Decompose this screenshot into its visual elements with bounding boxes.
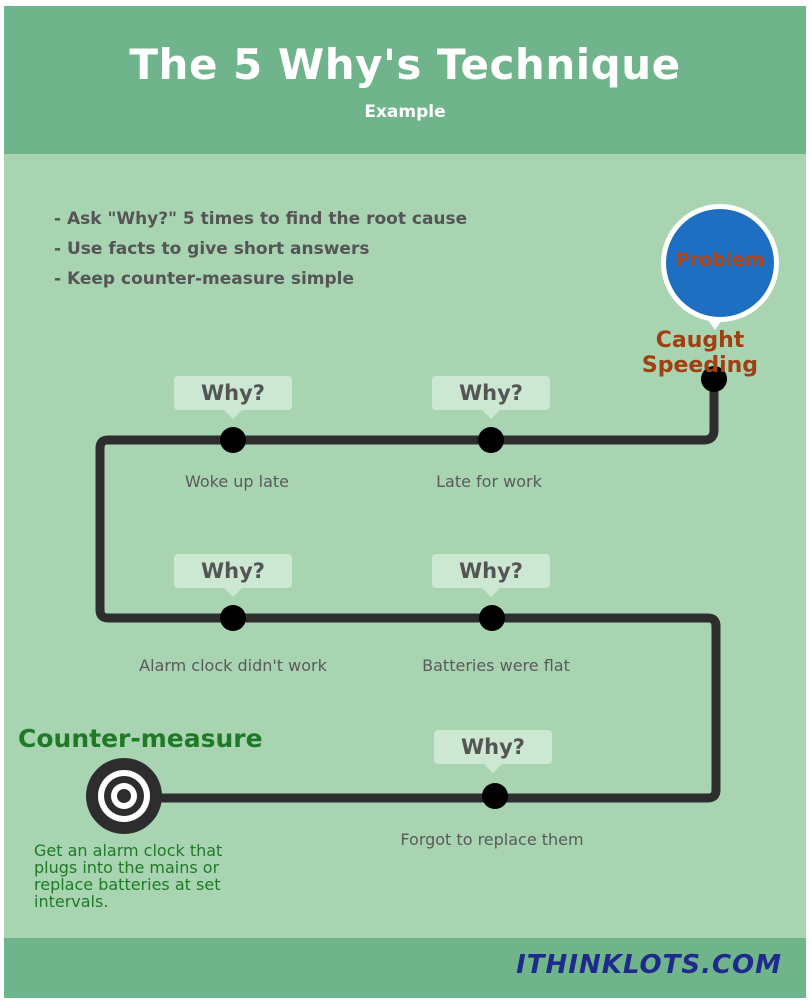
target-icon: [86, 758, 162, 834]
why-node-4: [479, 605, 505, 631]
why-bubble-2: Why?: [174, 376, 292, 419]
guideline-list: - Ask "Why?" 5 times to find the root ca…: [54, 204, 467, 294]
why-answer-3: Alarm clock didn't work: [139, 656, 327, 675]
header-band: The 5 Why's Technique Example: [4, 6, 806, 154]
problem-bubble-label: Problem: [675, 249, 765, 271]
problem-statement: Caught Speeding: [641, 328, 759, 378]
cause-path: [95, 366, 727, 809]
page-subtitle: Example: [364, 102, 446, 122]
problem-node: [701, 366, 727, 392]
problem-bubble: Problem: [661, 204, 779, 322]
guideline-item: - Keep counter-measure simple: [54, 269, 355, 289]
why-bubble-4: Why?: [432, 554, 550, 597]
why-answer-4: Batteries were flat: [422, 656, 570, 675]
why-node-3: [220, 605, 246, 631]
why-answer-1: Late for work: [436, 472, 542, 491]
cause-path-line: [95, 380, 721, 803]
countermeasure-title: Counter-measure: [18, 724, 263, 753]
why-answer-2: Woke up late: [184, 472, 290, 491]
why-node-1: [478, 427, 504, 453]
why-node-5: [482, 783, 508, 809]
page-title: The 5 Why's Technique: [129, 40, 681, 89]
why-bubble-1: Why?: [432, 376, 550, 419]
infographic: The 5 Why's Technique Example - Ask "Why…: [4, 6, 806, 998]
guideline-item: - Use facts to give short answers: [54, 239, 370, 259]
guideline-item: - Ask "Why?" 5 times to find the root ca…: [54, 209, 468, 229]
countermeasure-text: Get an alarm clock that plugs into the m…: [34, 841, 223, 911]
why-bubble-3: Why?: [174, 554, 292, 597]
why-answer-5: Forgot to replace them: [400, 830, 584, 849]
why-node-2: [220, 427, 246, 453]
why-bubble-5: Why?: [434, 730, 552, 773]
footer-band: ITHINKLOTS.COM: [4, 938, 806, 998]
brand-logo[interactable]: ITHINKLOTS.COM: [516, 950, 782, 980]
